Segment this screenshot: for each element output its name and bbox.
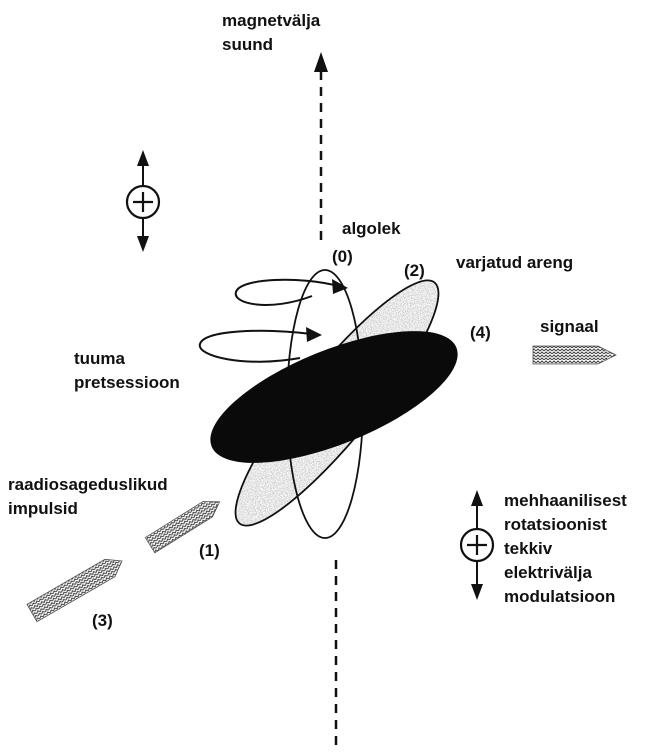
- rf-pulse-arrow-1: [144, 501, 221, 554]
- modulation-label-line4: elektrivälja: [504, 563, 592, 582]
- rf-pulse-arrow-3: [26, 558, 123, 623]
- precession-loop-upper-arrow: [332, 279, 348, 294]
- precession-label-line1: tuuma: [74, 349, 125, 368]
- state-3-label: (3): [92, 611, 113, 630]
- precession-loop-lower-arrow: [306, 327, 322, 342]
- rf-pulses-label-line1: raadiosageduslikud: [8, 475, 168, 494]
- field-axis-arrowhead: [314, 52, 328, 72]
- field-direction-label-line1: magnetvälja: [222, 11, 321, 30]
- rf-pulses-label-line2: impulsid: [8, 499, 78, 518]
- modulation-label-line1: mehhaanilisest: [504, 491, 627, 510]
- initial-state-label: algolek: [342, 219, 401, 238]
- state-2-label: (2): [404, 261, 425, 280]
- modulation-label-line5: modulatsioon: [504, 587, 616, 606]
- state-4-label: (4): [470, 323, 491, 342]
- hidden-development-label: varjatud areng: [456, 253, 574, 272]
- charge-right-icon: [459, 490, 495, 600]
- field-direction-label-line2: suund: [222, 35, 273, 54]
- state-0-label: (0): [332, 247, 353, 266]
- modulation-label-line3: tekkiv: [504, 539, 553, 558]
- precession-loop-upper: [234, 278, 339, 306]
- modulation-label-line2: rotatsioonist: [504, 515, 607, 534]
- charge-top-icon: [125, 150, 161, 252]
- ellipse-state-4: [210, 331, 458, 463]
- signal-label: signaal: [540, 317, 599, 336]
- precession-label-line2: pretsessioon: [74, 373, 180, 392]
- state-1-label: (1): [199, 541, 220, 560]
- precession-loop-lower: [198, 329, 313, 363]
- signal-arrow: [532, 345, 617, 365]
